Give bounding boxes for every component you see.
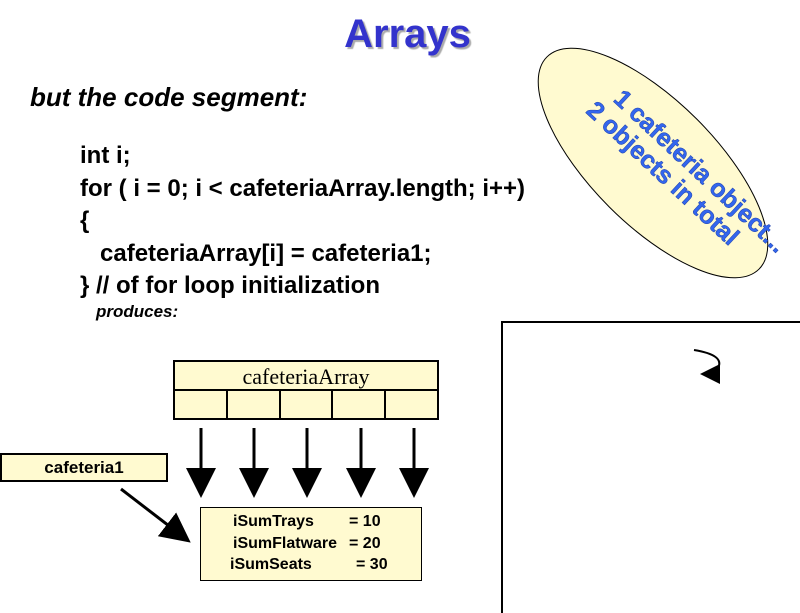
curved-arrow-icon	[693, 349, 721, 384]
field-name: iSumFlatware	[233, 535, 338, 552]
array-cell	[175, 391, 228, 418]
code-line: {	[80, 207, 90, 234]
field-name: iSumSeats	[230, 556, 312, 573]
code-line: cafeteriaArray[i] = cafeteria1;	[80, 239, 432, 267]
field-value: = 10	[349, 513, 381, 530]
diagram-graphics: 1 cafeteria object... 2 objects in total	[120, 47, 792, 543]
slide-title: Arrays	[344, 12, 471, 56]
field-value: = 30	[356, 556, 388, 573]
reference-box: cafeteria1	[0, 453, 168, 482]
field-value: = 20	[349, 535, 381, 552]
field-row: iSumSeats = 30	[201, 556, 421, 576]
callout-ellipse	[537, 47, 769, 279]
subtitle: but the code segment:	[30, 82, 308, 112]
produces-label: produces:	[96, 302, 179, 321]
object-box: iSumTrays = 10 iSumFlatware = 20 iSumSeats…	[200, 507, 422, 581]
array-box: cafeteriaArray	[173, 360, 439, 420]
array-label: cafeteriaArray	[175, 362, 437, 391]
array-cell	[386, 391, 437, 418]
code-line: for ( i = 0; i < cafeteriaArray.length; …	[80, 174, 526, 202]
array-cell	[281, 391, 334, 418]
field-name: iSumTrays	[233, 513, 314, 530]
reference-arrow	[120, 487, 191, 543]
pointer-arrows	[120, 428, 429, 543]
code-line: } // of for loop initialization	[80, 272, 380, 299]
code-line: int i;	[80, 142, 131, 169]
field-row: iSumFlatware = 20	[201, 535, 421, 555]
blank-panel	[501, 321, 800, 613]
code-segment: int i; for ( i = 0; i < cafeteriaArray.le…	[80, 140, 525, 303]
array-cell	[228, 391, 281, 418]
array-cell	[333, 391, 387, 418]
field-row: iSumTrays = 10	[201, 513, 421, 533]
